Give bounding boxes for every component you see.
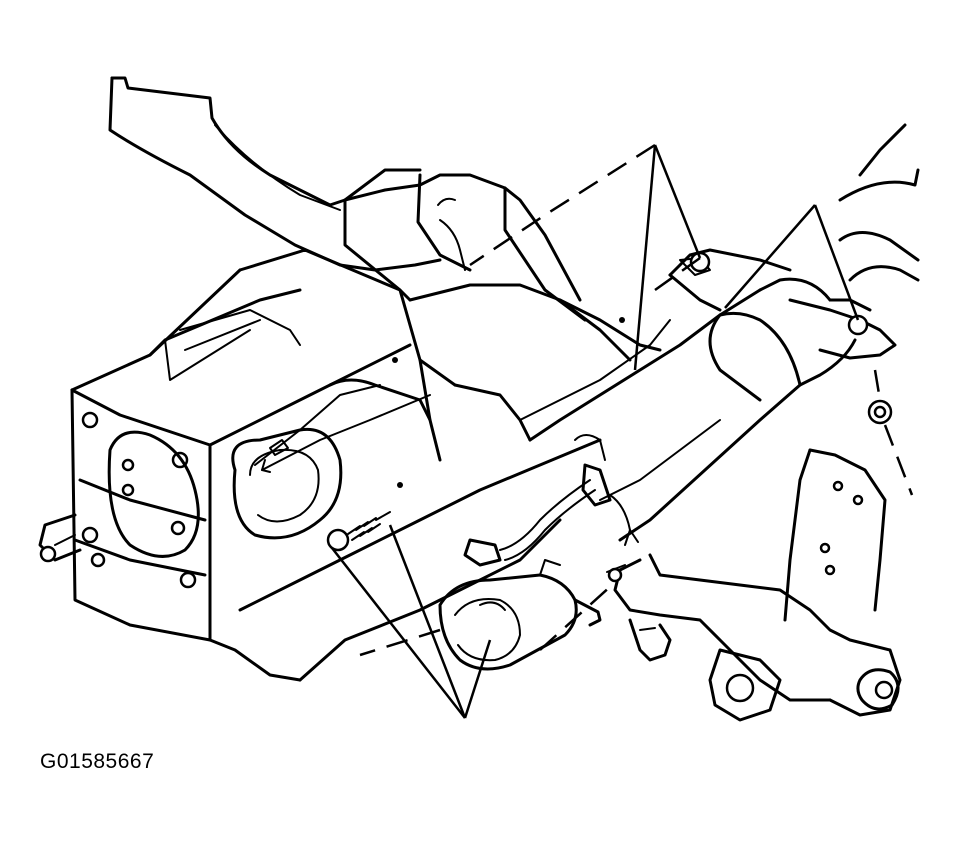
column-housing [70, 168, 671, 682]
figure-id-label: G01585667 [40, 750, 155, 773]
lower-mounting-bracket [613, 448, 902, 722]
loose-nut [867, 399, 893, 425]
wiring-harness [463, 434, 639, 567]
ignition-switch-loop [231, 378, 432, 540]
left-mount-bolt [38, 513, 82, 563]
alignment-dashes [359, 143, 914, 657]
lock-cylinder [438, 559, 626, 671]
column-jacket [528, 277, 857, 542]
mounting-plate-holes [81, 411, 200, 589]
callout-leaders [331, 144, 860, 719]
upper-column-bracket [668, 123, 920, 360]
mounting-screw [326, 317, 625, 552]
